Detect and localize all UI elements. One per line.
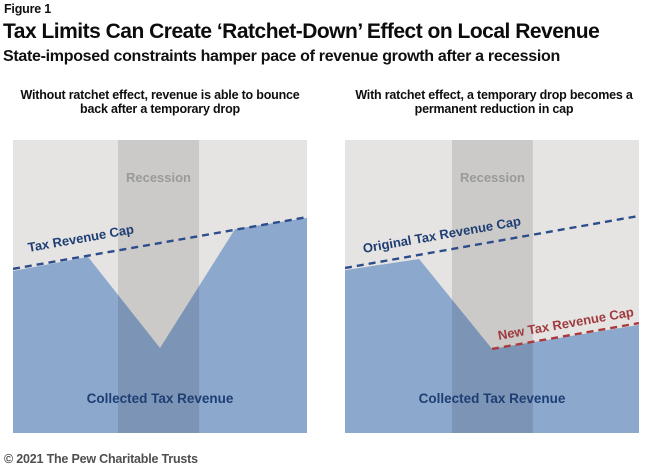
revenue-area — [13, 217, 307, 433]
recession-label: Recession — [459, 170, 526, 185]
figure-title: Tax Limits Can Create ‘Ratchet-Down’ Eff… — [3, 20, 600, 43]
new-tax-revenue-cap-line — [491, 321, 639, 351]
copyright-credit: © 2021 The Pew Charitable Trusts — [4, 452, 198, 466]
figure-subtitle: State-imposed constraints hamper pace of… — [3, 48, 560, 65]
left-chart-panel: Recession Tax Revenue Cap Collected Tax … — [13, 140, 307, 433]
recession-label: Recession — [125, 170, 192, 185]
right-panel-caption: With ratchet effect, a temporary drop be… — [355, 88, 633, 116]
original-tax-revenue-cap-line — [345, 214, 639, 270]
collected-tax-revenue-label: Collected Tax Revenue — [86, 391, 234, 406]
left-panel-caption: Without ratchet effect, revenue is able … — [20, 88, 300, 116]
revenue-area — [345, 259, 639, 433]
right-chart-canvas — [345, 140, 639, 433]
tax-revenue-cap-line — [13, 215, 307, 271]
recession-band — [452, 140, 533, 433]
right-chart-panel: Recession Original Tax Revenue Cap New T… — [345, 140, 639, 433]
collected-tax-revenue-label: Collected Tax Revenue — [418, 391, 566, 406]
recession-band — [118, 140, 200, 433]
figure-label: Figure 1 — [4, 2, 52, 16]
left-chart-canvas — [13, 140, 307, 433]
